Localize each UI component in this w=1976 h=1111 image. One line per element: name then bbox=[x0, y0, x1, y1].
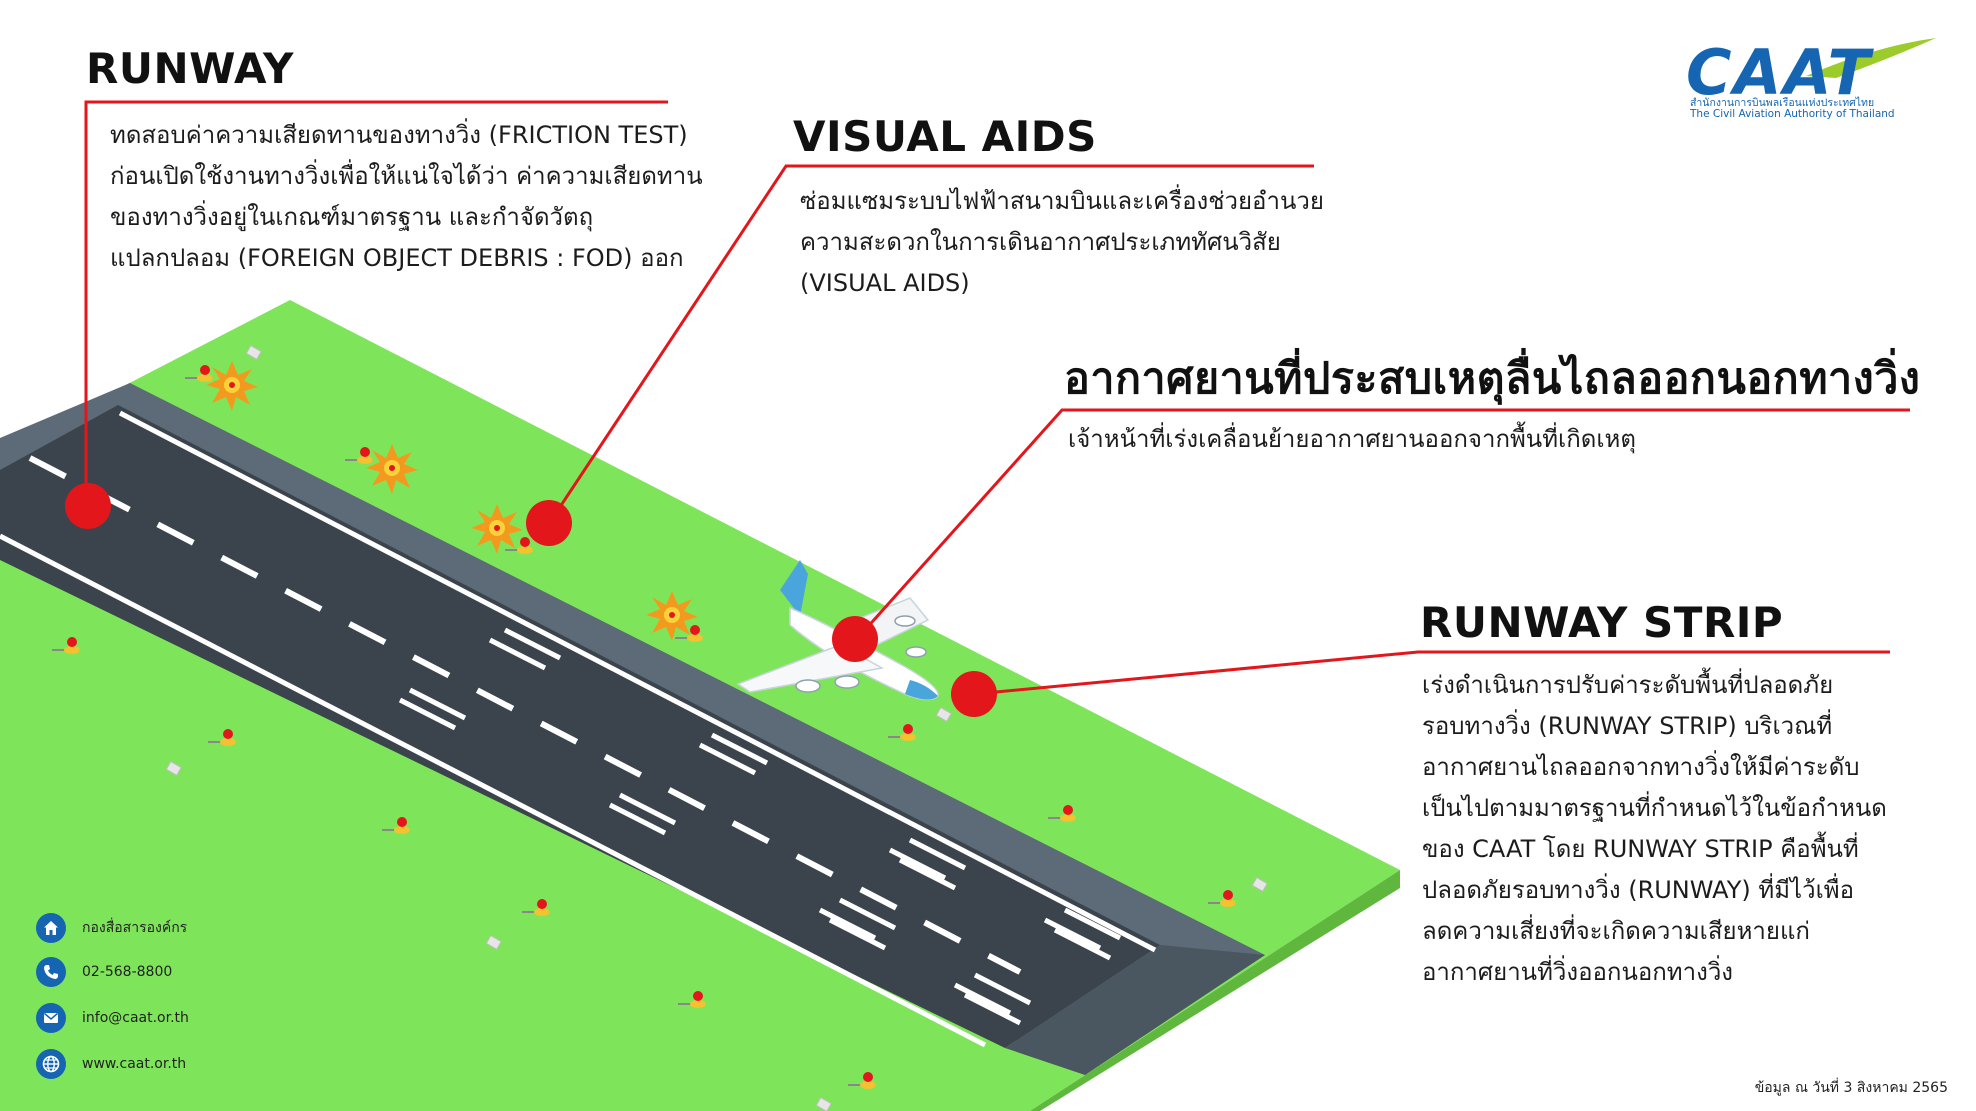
callout-dots bbox=[65, 483, 997, 717]
logo-english-name: The Civil Aviation Authority of Thailand bbox=[1690, 108, 1895, 120]
runway-description-line: ทดสอบค่าความเสียดทานของทางวิ่ง (FRICTION… bbox=[110, 121, 688, 149]
visual-aids-description-line: (VISUAL AIDS) bbox=[800, 269, 970, 297]
contact-department: กองสื่อสารองค์กร bbox=[36, 912, 187, 944]
airplane-tail bbox=[780, 560, 808, 616]
runway-strip-heading: RUNWAY STRIP bbox=[1420, 598, 1784, 647]
fire-burst-icon bbox=[366, 444, 418, 494]
callout-line-visual-aids bbox=[548, 164, 1314, 523]
runway-light bbox=[345, 447, 373, 464]
runway-strip-description-line: อากาศยานไถลออกจากทางวิ่งให้มีค่าระดับ bbox=[1422, 753, 1860, 781]
callout-dot-runway bbox=[65, 483, 111, 529]
runway-light bbox=[1048, 805, 1076, 822]
fire-bursts bbox=[206, 361, 698, 641]
aircraft-description-line: เจ้าหน้าที่เร่งเคลื่อนย้ายอากาศยานออกจาก… bbox=[1068, 425, 1636, 453]
runway-light bbox=[848, 1072, 876, 1089]
runway-light bbox=[185, 365, 213, 382]
contact-email-link[interactable]: info@caat.or.th bbox=[82, 1010, 189, 1026]
contact-department-label: กองสื่อสารองค์กร bbox=[82, 920, 188, 936]
mail-icon bbox=[36, 1003, 66, 1033]
airplane-engine bbox=[905, 646, 927, 658]
runway-light bbox=[888, 724, 916, 741]
contact-website: www.caat.or.th bbox=[36, 1048, 186, 1080]
ground-markers bbox=[165, 344, 1268, 1111]
phone-icon bbox=[36, 957, 66, 987]
airplane-engine bbox=[834, 675, 860, 689]
callout-dot-visual-aids bbox=[526, 500, 572, 546]
logo-wordmark: CAAT bbox=[1686, 36, 1872, 109]
runway-light bbox=[1208, 890, 1236, 907]
runway-light bbox=[505, 537, 533, 554]
logo-thai-name: สำนักงานการบินพลเรือนแห่งประเทศไทย bbox=[1690, 97, 1875, 109]
runway-heading: RUNWAY bbox=[86, 44, 294, 93]
fire-burst-icon bbox=[206, 361, 258, 411]
runway-light bbox=[208, 729, 236, 746]
runway-strip-description-line: อากาศยานที่วิ่งออกนอกทางวิ่ง bbox=[1422, 958, 1734, 986]
runway-strip-description-line: เป็นไปตามมาตรฐานที่กำหนดไว้ในข้อกำหนด bbox=[1422, 794, 1887, 822]
runway-description-line: ก่อนเปิดใช้งานทางวิ่งเพื่อให้แน่ใจได้ว่า… bbox=[110, 162, 703, 190]
callout-dot-runway-strip bbox=[951, 671, 997, 717]
contact-phone: 02-568-8800 bbox=[36, 956, 172, 988]
runway-strip-description-line: ปลอดภัยรอบทางวิ่ง (RUNWAY) ที่มีไว้เพื่อ bbox=[1422, 876, 1855, 904]
caat-logo: CAAT สำนักงานการบินพลเรือนแห่งประเทศไทย … bbox=[1686, 36, 1936, 124]
contact-phone-link[interactable]: 02-568-8800 bbox=[82, 964, 173, 980]
runway-strip-description-line: ของ CAAT โดย RUNWAY STRIP คือพื้นที่ bbox=[1422, 835, 1859, 863]
callout-line-runway bbox=[84, 100, 668, 508]
callout-lines bbox=[84, 100, 1910, 696]
runway-asphalt bbox=[0, 405, 1160, 1048]
contact-email: info@caat.or.th bbox=[36, 1002, 189, 1034]
fire-burst-icon bbox=[471, 504, 523, 554]
runway-description: ทดสอบค่าความเสียดทานของทางวิ่ง (FRICTION… bbox=[110, 115, 703, 279]
runway-strip-description-line: ลดความเสี่ยงที่จะเกิดความเสียหายแก่ bbox=[1422, 917, 1810, 945]
edge-lights bbox=[52, 365, 1236, 1089]
runway-description-line: ของทางวิ่งอยู่ในเกณฑ์มาตรฐาน และกำจัดวัต… bbox=[110, 203, 594, 231]
runway-strip-description: เร่งดำเนินการปรับค่าระดับพื้นที่ปลอดภัย … bbox=[1422, 665, 1922, 993]
runway-light bbox=[52, 637, 80, 654]
runway-threshold bbox=[1005, 945, 1265, 1075]
visual-aids-description: ซ่อมแซมระบบไฟฟ้าสนามบินและเครื่องช่วยอำน… bbox=[800, 181, 1330, 304]
runway-strip-description-line: รอบทางวิ่ง (RUNWAY STRIP) บริเวณที่ bbox=[1422, 712, 1833, 740]
visual-aids-description-line: ความสะดวกในการเดินอากาศประเภททัศนวิสัย bbox=[800, 228, 1281, 256]
contact-website-link[interactable]: www.caat.or.th bbox=[82, 1056, 187, 1072]
airplane-engine bbox=[894, 615, 916, 627]
logo-swoosh-icon bbox=[1806, 38, 1936, 78]
aircraft-heading: อากาศยานที่ประสบเหตุลื่นไถลออกนอกทางวิ่ง bbox=[1064, 354, 1921, 404]
runway-edge-line-north bbox=[118, 410, 1157, 953]
data-date-footnote: ข้อมูล ณ วันที่ 3 สิงหาคม 2565 bbox=[1754, 1080, 1948, 1096]
runway-light bbox=[522, 899, 550, 916]
aircraft-description: เจ้าหน้าที่เร่งเคลื่อนย้ายอากาศยานออกจาก… bbox=[1068, 419, 1828, 460]
callout-line-aircraft bbox=[854, 408, 1910, 642]
runway-light bbox=[382, 817, 410, 834]
grass-side-edge bbox=[1030, 870, 1400, 1111]
fire-burst-icon bbox=[646, 591, 698, 641]
globe-icon bbox=[36, 1049, 66, 1079]
runway-strip-description-line: เร่งดำเนินการปรับค่าระดับพื้นที่ปลอดภัย bbox=[1422, 671, 1834, 699]
visual-aids-description-line: ซ่อมแซมระบบไฟฟ้าสนามบินและเครื่องช่วยอำน… bbox=[800, 187, 1324, 215]
runway-light bbox=[675, 625, 703, 642]
airplane-engine bbox=[795, 679, 821, 693]
runway-description-line: แปลกปลอม (FOREIGN OBJECT DEBRIS : FOD) อ… bbox=[110, 244, 684, 272]
visual-aids-heading: VISUAL AIDS bbox=[793, 112, 1097, 161]
runway bbox=[0, 383, 1265, 1075]
runway-light bbox=[678, 991, 706, 1008]
callout-dot-aircraft bbox=[832, 616, 878, 662]
home-icon bbox=[36, 913, 66, 943]
touchdown-markings bbox=[398, 627, 1122, 1026]
runway-edge-line-south bbox=[0, 533, 987, 1048]
callout-line-runway-strip bbox=[974, 650, 1890, 696]
